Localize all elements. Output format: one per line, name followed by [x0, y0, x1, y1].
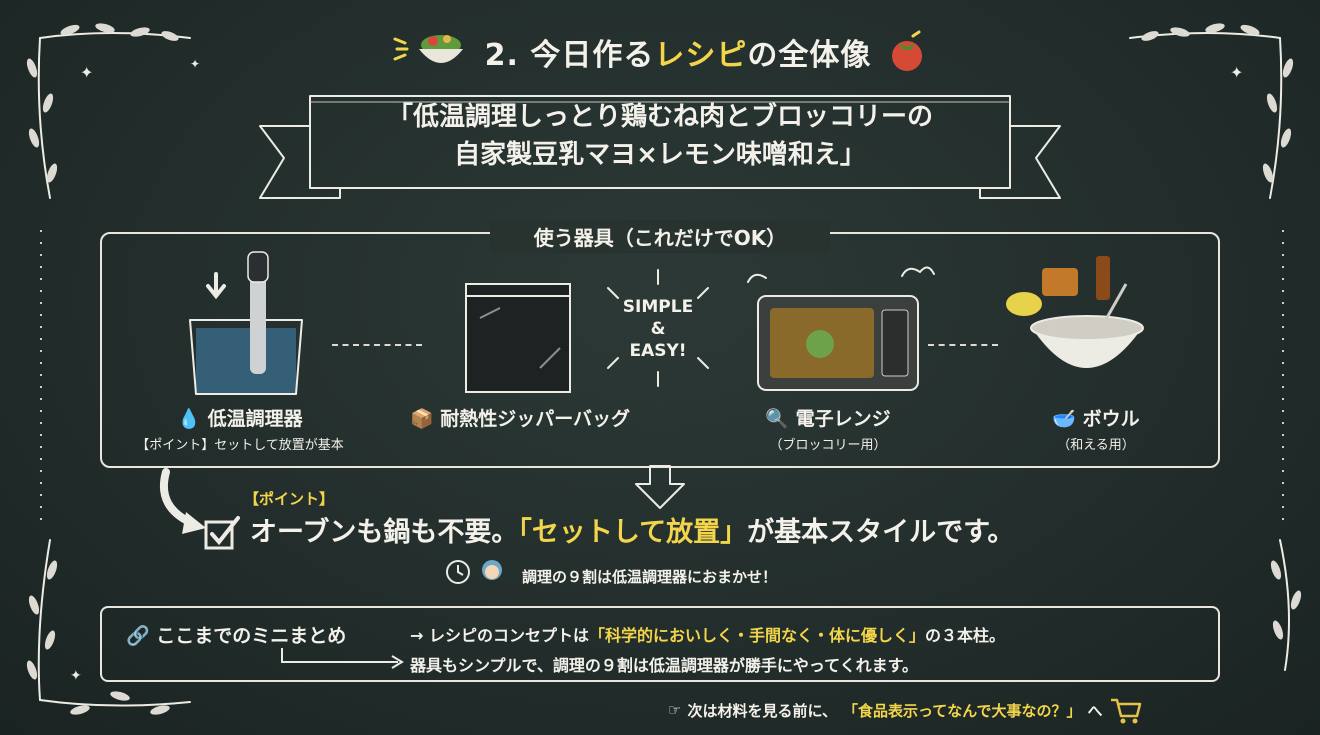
recipe-banner: 「低温調理しっとり鶏むね肉とブロッコリーの 自家製豆乳マヨ×レモン味噌和え」 [250, 88, 1070, 208]
next-hint[interactable]: ☞ 次は材料を見る前に、「食品表示ってなんで大事なの？」へ [668, 696, 1143, 724]
tomato-icon [892, 30, 923, 71]
tool-name: 🥣 ボウル [1052, 408, 1140, 430]
link-icon: 🔗 [126, 625, 150, 647]
curved-arrow-icon [159, 468, 206, 534]
svg-text:✦: ✦ [70, 668, 82, 684]
magnifier-icon: 🔍 [765, 408, 790, 430]
salad-bowl-icon [393, 35, 463, 63]
corner-laurel-top-left: ✦ ✦ [26, 23, 200, 199]
corner-laurel-top-right: ✦ [1129, 23, 1294, 199]
tool-bowl: 🥣 ボウル （和える用） [976, 248, 1216, 463]
tool-microwave: 🔍 電子レンジ （ブロッコリー用） [708, 248, 948, 463]
pointing-hand-icon: ☞ [668, 701, 682, 719]
checkbox-icon [204, 516, 240, 550]
svg-text:✦: ✦ [80, 63, 93, 82]
bowl-icon: 🥣 [1052, 408, 1077, 430]
tool-sous-vide: 💧 低温調理器 【ポイント】セットして放置が基本 [120, 248, 360, 463]
point-label: 【ポイント】 [244, 490, 335, 508]
corner-laurel-bottom-left: ✦ [26, 539, 191, 715]
dash-connector-1 [332, 344, 422, 346]
side-dots-right [1282, 230, 1284, 530]
simple-line2: & [650, 319, 666, 339]
zipper-bag-illustration [465, 283, 571, 393]
clock-person-icon [446, 560, 502, 584]
point-main: オーブンも鍋も不要。「セットして放置」が基本スタイルです。 [250, 517, 1015, 548]
corner-laurel-bottom-right [1270, 539, 1302, 671]
tool-sub: （和える用） [1057, 438, 1135, 453]
down-arrow-icon [635, 465, 685, 509]
summary-box [100, 606, 1220, 682]
tool-zipper-bag: 📦 耐熱性ジッパーバッグ [400, 248, 640, 463]
side-dots-left [40, 230, 42, 530]
simple-line1: SIMPLE [622, 297, 694, 317]
recipe-title: 「低温調理しっとり鶏むね肉とブロッコリーの 自家製豆乳マヨ×レモン味噌和え」 [386, 102, 933, 170]
tool-sub: （ブロッコリー用） [769, 438, 887, 453]
tool-name: 🔍 電子レンジ [765, 408, 891, 430]
simple-line3: EASY! [629, 341, 687, 361]
water-drop-icon: 💧 [177, 408, 202, 430]
svg-text:✦: ✦ [190, 57, 200, 71]
tool-name: 📦 耐熱性ジッパーバッグ [409, 408, 631, 430]
elbow-arrow-icon [281, 648, 404, 669]
title-row: 2. 今日作るレシピの全体像 [330, 22, 990, 82]
svg-text:✦: ✦ [1230, 63, 1243, 82]
ribbon-shape [259, 95, 1061, 199]
microwave-illustration [747, 266, 935, 391]
simple-easy-burst: SIMPLE & EASY! [588, 268, 728, 388]
tools-heading: 使う器具（これだけでOK） [490, 220, 830, 253]
summary-title: 🔗 ここまでのミニまとめ [126, 625, 347, 647]
box-icon: 📦 [409, 408, 434, 430]
shopping-cart-icon [1110, 698, 1141, 724]
bowl-illustration [1006, 256, 1144, 368]
point-sub: 調理の９割は低温調理器におまかせ！ [522, 568, 778, 586]
summary-line1: → レシピのコンセプトは「科学的においしく・手間なく・体に優しく」の３本柱。 [410, 626, 1006, 645]
tool-sub: 【ポイント】セットして放置が基本 [136, 438, 344, 453]
summary-line2: 器具もシンプルで、調理の９割は低温調理器が勝手にやってくれます。 [410, 656, 919, 675]
sous-vide-illustration [189, 251, 303, 395]
tool-name: 💧 低温調理器 [177, 408, 303, 430]
page-title: 2. 今日作るレシピの全体像 [484, 38, 872, 73]
dash-connector-2 [928, 344, 998, 346]
